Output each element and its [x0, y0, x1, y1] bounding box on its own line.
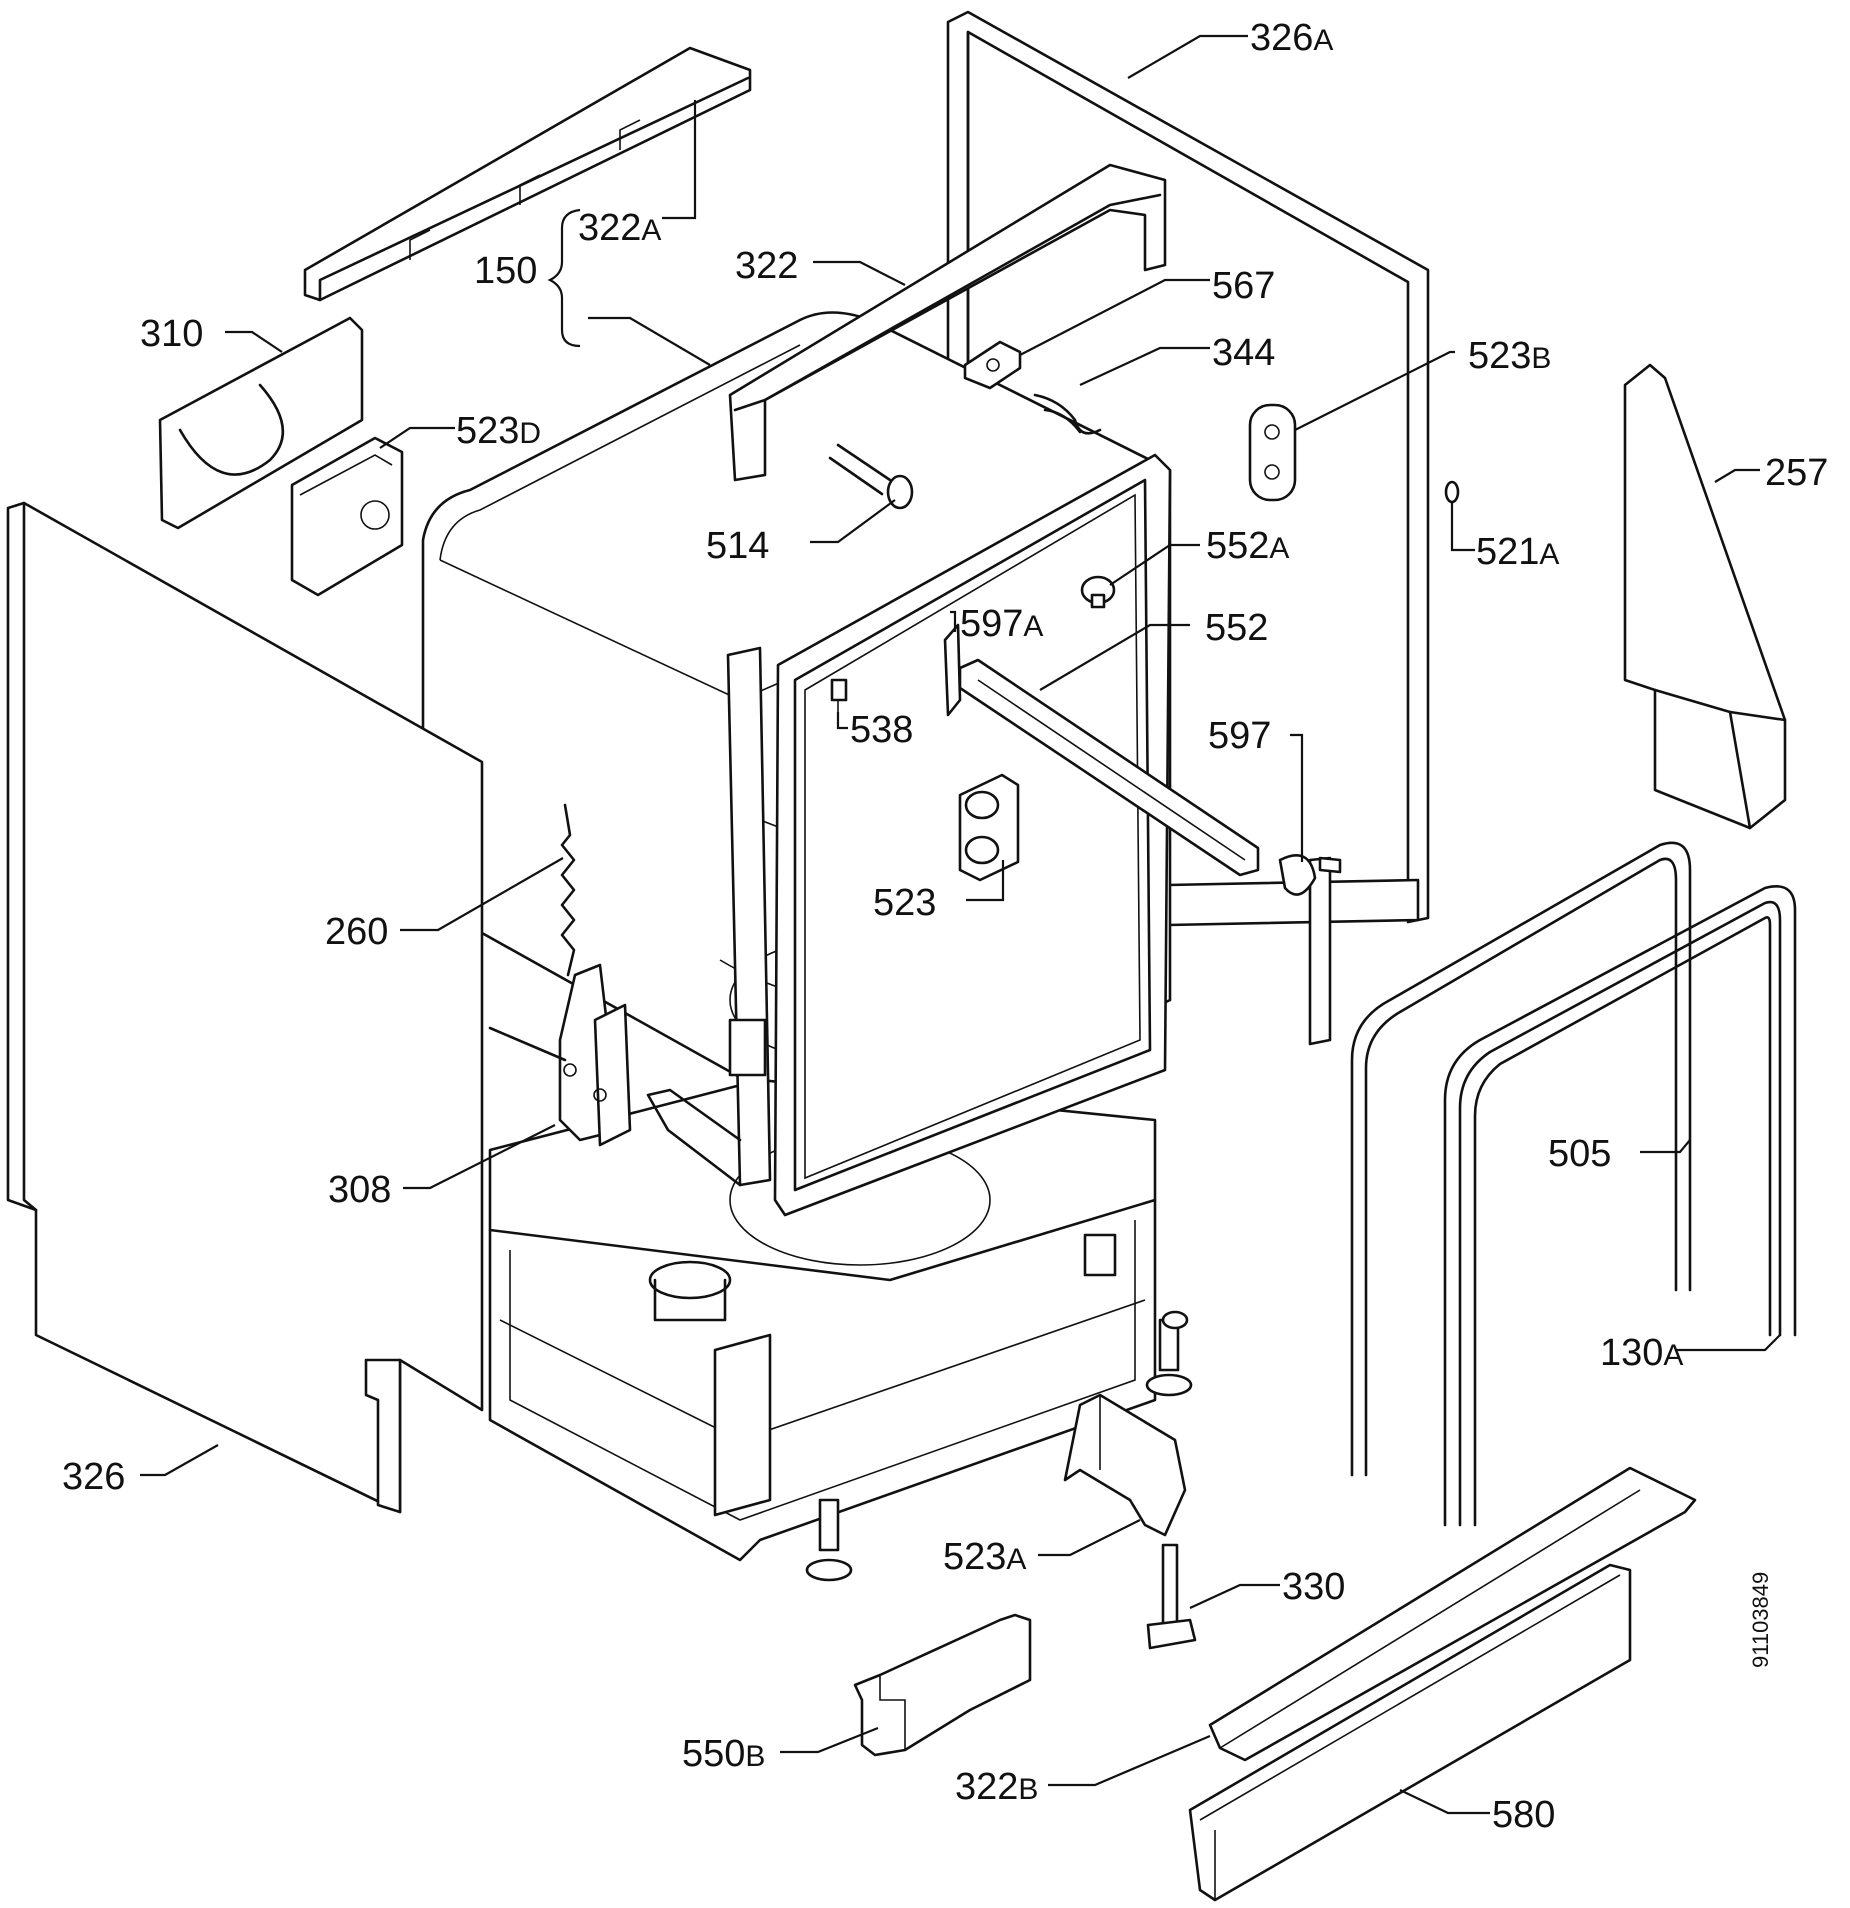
- part-567: [963, 340, 1022, 390]
- leader-lines: [140, 34, 1781, 1815]
- part-310: [158, 316, 364, 530]
- part-597: [1278, 854, 1317, 896]
- label-523D: 523D: [456, 410, 541, 452]
- label-260: 260: [325, 911, 388, 953]
- part-523B: [1248, 403, 1297, 502]
- rail-580: [1188, 1563, 1632, 1902]
- label-538: 538: [850, 709, 913, 751]
- part-597A: [943, 623, 962, 717]
- label-552A: 552A: [1206, 525, 1289, 567]
- label-310: 310: [140, 313, 203, 355]
- label-523B: 523B: [1468, 335, 1551, 377]
- label-326: 326: [62, 1456, 125, 1498]
- gasket-505: [1350, 841, 1692, 1477]
- label-552: 552: [1205, 607, 1268, 649]
- label-505: 505: [1548, 1133, 1611, 1175]
- label-550B: 550B: [682, 1733, 765, 1775]
- spring-260: [560, 803, 576, 977]
- part-550B: [853, 1613, 1032, 1757]
- part-257: [1623, 363, 1787, 830]
- label-580: 580: [1492, 1794, 1555, 1836]
- top-rail-322: [728, 163, 1167, 482]
- label-322B: 322B: [955, 1766, 1038, 1808]
- label-523: 523: [873, 882, 936, 924]
- label-330: 330: [1282, 1566, 1345, 1608]
- label-521A: 521A: [1476, 531, 1559, 573]
- rail-322B: [1208, 1466, 1697, 1762]
- label-567: 567: [1212, 265, 1275, 307]
- part-330: [1146, 1543, 1197, 1650]
- label-597A: 597A: [960, 603, 1043, 645]
- label-322A: 322A: [578, 207, 661, 249]
- part-552: [958, 658, 1260, 877]
- label-308: 308: [328, 1169, 391, 1211]
- seal-130A: [1443, 885, 1797, 1527]
- label-150: 150: [474, 250, 537, 292]
- part-538: [830, 678, 848, 712]
- part-523D: [290, 436, 404, 597]
- part-552A: [1080, 575, 1116, 609]
- hinge-308: [488, 963, 632, 1147]
- label-523A: 523A: [943, 1536, 1026, 1578]
- part-523A: [1063, 1393, 1187, 1537]
- label-322: 322: [735, 245, 798, 287]
- part-523: [958, 773, 1020, 882]
- part-344: [1033, 393, 1102, 435]
- side-panel-326: [6, 501, 484, 1514]
- label-597: 597: [1208, 715, 1271, 757]
- label-257: 257: [1765, 452, 1828, 494]
- label-130A: 130A: [1600, 1332, 1683, 1374]
- label-514: 514: [706, 525, 769, 567]
- top-rail-322A: [303, 46, 752, 302]
- drawing-code: 91103849: [1748, 1572, 1773, 1668]
- part-labels: 326A 322A 150 322 567 344 523B 310 523D …: [62, 17, 1828, 1836]
- part-521A: [1444, 480, 1460, 504]
- label-344: 344: [1212, 332, 1275, 374]
- label-326A: 326A: [1250, 17, 1333, 59]
